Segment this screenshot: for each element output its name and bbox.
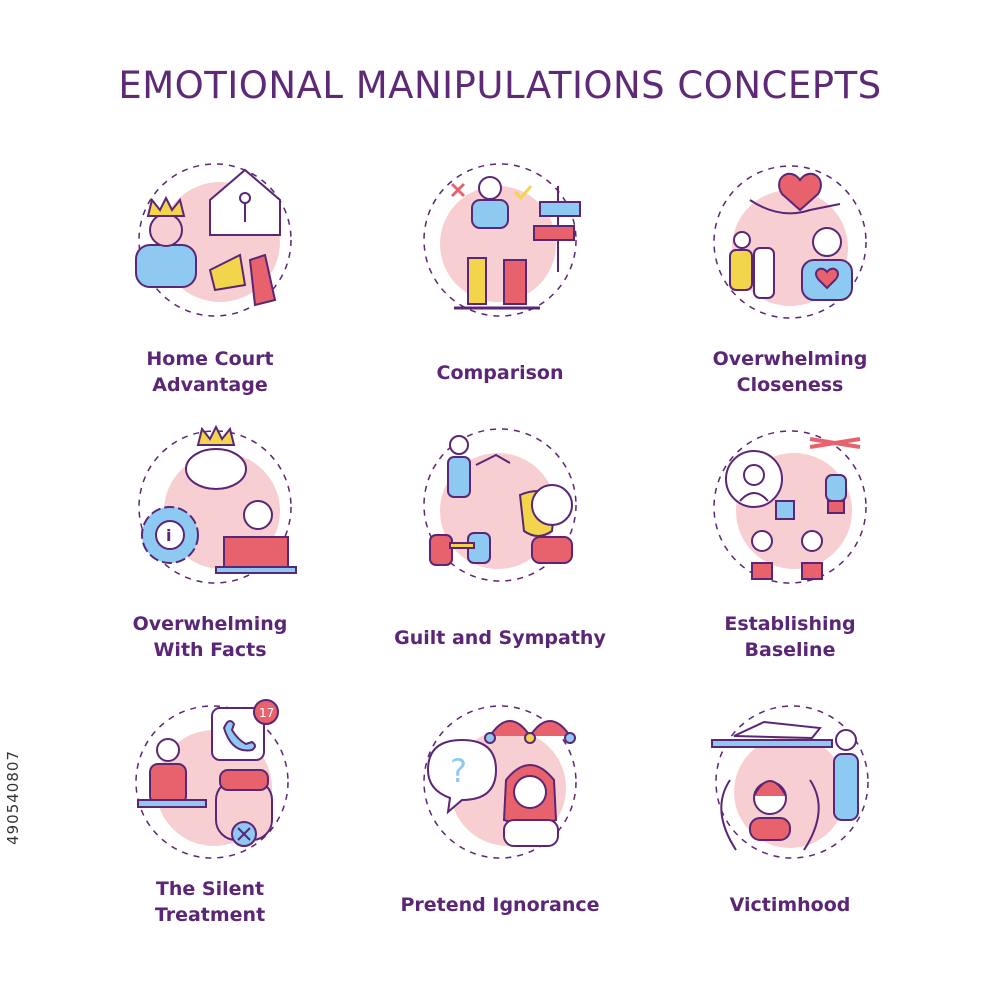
victimhood-icon <box>711 705 869 859</box>
concept-card-guilt: Guilt and Sympathy <box>350 425 650 695</box>
concept-label: Overwhelming Closeness <box>712 348 868 396</box>
guilt-icon <box>423 428 577 582</box>
svg-text:i: i <box>166 526 171 545</box>
baseline-icon <box>713 430 867 584</box>
concept-label: Victimhood <box>729 894 851 916</box>
concept-card-comparison: Comparison <box>350 160 650 430</box>
facts-icon: i <box>138 424 297 584</box>
concept-label: The Silent Treatment <box>154 878 266 926</box>
concept-card-facts: i Overwhelming With Facts <box>60 424 360 695</box>
side-id-text: 490540807 <box>4 750 22 845</box>
concept-card-victimhood: Victimhood <box>640 700 940 970</box>
concept-label: Overwhelming With Facts <box>132 613 288 661</box>
home-court-icon <box>135 163 292 317</box>
concept-card-home-court: Home Court Advantage <box>60 160 360 430</box>
page-title: EMOTIONAL MANIPULATIONS CONCEPTS <box>118 64 882 107</box>
concept-label: Home Court Advantage <box>146 348 274 396</box>
ignorance-icon: ? <box>423 705 577 859</box>
svg-text:?: ? <box>450 752 467 790</box>
concept-label: Comparison <box>436 362 564 384</box>
concept-label: Guilt and Sympathy <box>394 627 606 649</box>
concept-card-baseline: Establishing Baseline <box>640 425 940 695</box>
notification-count: 17 <box>259 706 274 720</box>
concept-card-ignorance: ? Pretend Ignorance <box>350 700 650 970</box>
comparison-icon <box>423 163 581 317</box>
closeness-icon <box>713 165 867 319</box>
concept-card-silent: 17 The Silent Treatment <box>60 699 360 970</box>
concept-label: Establishing Baseline <box>724 613 856 661</box>
concept-label: Pretend Ignorance <box>400 894 600 916</box>
concept-card-closeness: Overwhelming Closeness <box>640 160 940 430</box>
silent-icon: 17 <box>135 699 289 859</box>
